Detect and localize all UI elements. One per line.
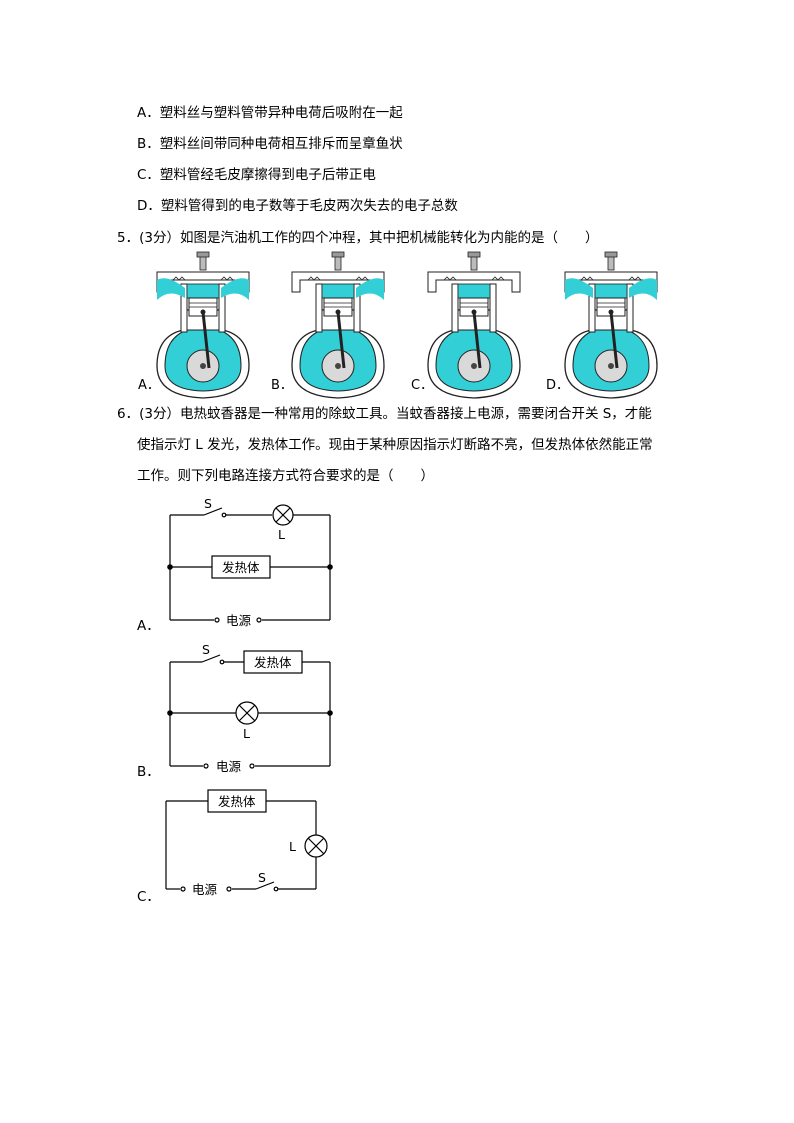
circuit-b-heater-label: 发热体 bbox=[254, 655, 292, 670]
q5-label-b: B． bbox=[271, 378, 293, 393]
engine-figure-d bbox=[563, 250, 659, 400]
circuit-c-heater-label: 发热体 bbox=[218, 794, 256, 809]
engine-figure-c bbox=[426, 250, 522, 400]
q5-stem: 5．(3分）如图是汽油机工作的四个冲程，其中把机械能转化为内能的是（ ） bbox=[117, 230, 599, 246]
q6-stem-line2: 使指示灯 L 发光，发热体工作。现由于某种原因指示灯断路不亮，但发热体依然能正常 bbox=[137, 437, 653, 453]
circuit-a-lamp-label: L bbox=[278, 527, 285, 542]
q4-option-d: D．塑料管得到的电子数等于毛皮两次失去的电子总数 bbox=[137, 198, 458, 214]
circuit-a bbox=[167, 504, 333, 623]
q6-label-a: A． bbox=[137, 618, 160, 634]
engine-figure-b bbox=[290, 250, 386, 400]
q5-label-d: D． bbox=[546, 378, 570, 393]
circuit-c-lamp-label: L bbox=[289, 839, 296, 854]
q4-option-b: B．塑料丝间带同种电荷相互排斥而呈章鱼状 bbox=[137, 136, 403, 152]
circuit-c-power-label: 电源 bbox=[192, 882, 218, 897]
circuit-c-switch-label: S bbox=[258, 870, 266, 885]
circuit-b-switch-label: S bbox=[202, 642, 210, 657]
q6-stem-line1: 6．(3分）电热蚊香器是一种常用的除蚊工具。当蚊香器接上电源，需要闭合开关 S，… bbox=[117, 406, 652, 422]
q6-label-b: B． bbox=[137, 764, 160, 780]
q6-label-c: C． bbox=[137, 889, 160, 905]
q4-option-c: C．塑料管经毛皮摩擦得到电子后带正电 bbox=[137, 167, 376, 183]
q6-stem-line3: 工作。则下列电路连接方式符合要求的是（ ） bbox=[137, 468, 434, 484]
circuit-b-lamp-label: L bbox=[243, 726, 250, 741]
circuit-a-heater-label: 发热体 bbox=[222, 560, 260, 575]
q5-label-c: C． bbox=[411, 378, 434, 393]
circuit-a-switch-label: S bbox=[204, 496, 212, 511]
circuit-b bbox=[167, 650, 333, 769]
circuit-c bbox=[165, 789, 328, 892]
q5-label-a: A． bbox=[138, 378, 160, 393]
engine-figure-a bbox=[155, 250, 251, 400]
circuit-b-power-label: 电源 bbox=[216, 759, 242, 774]
circuit-a-power-label: 电源 bbox=[226, 613, 252, 628]
q4-option-a: A．塑料丝与塑料管带异种电荷后吸附在一起 bbox=[137, 105, 403, 121]
